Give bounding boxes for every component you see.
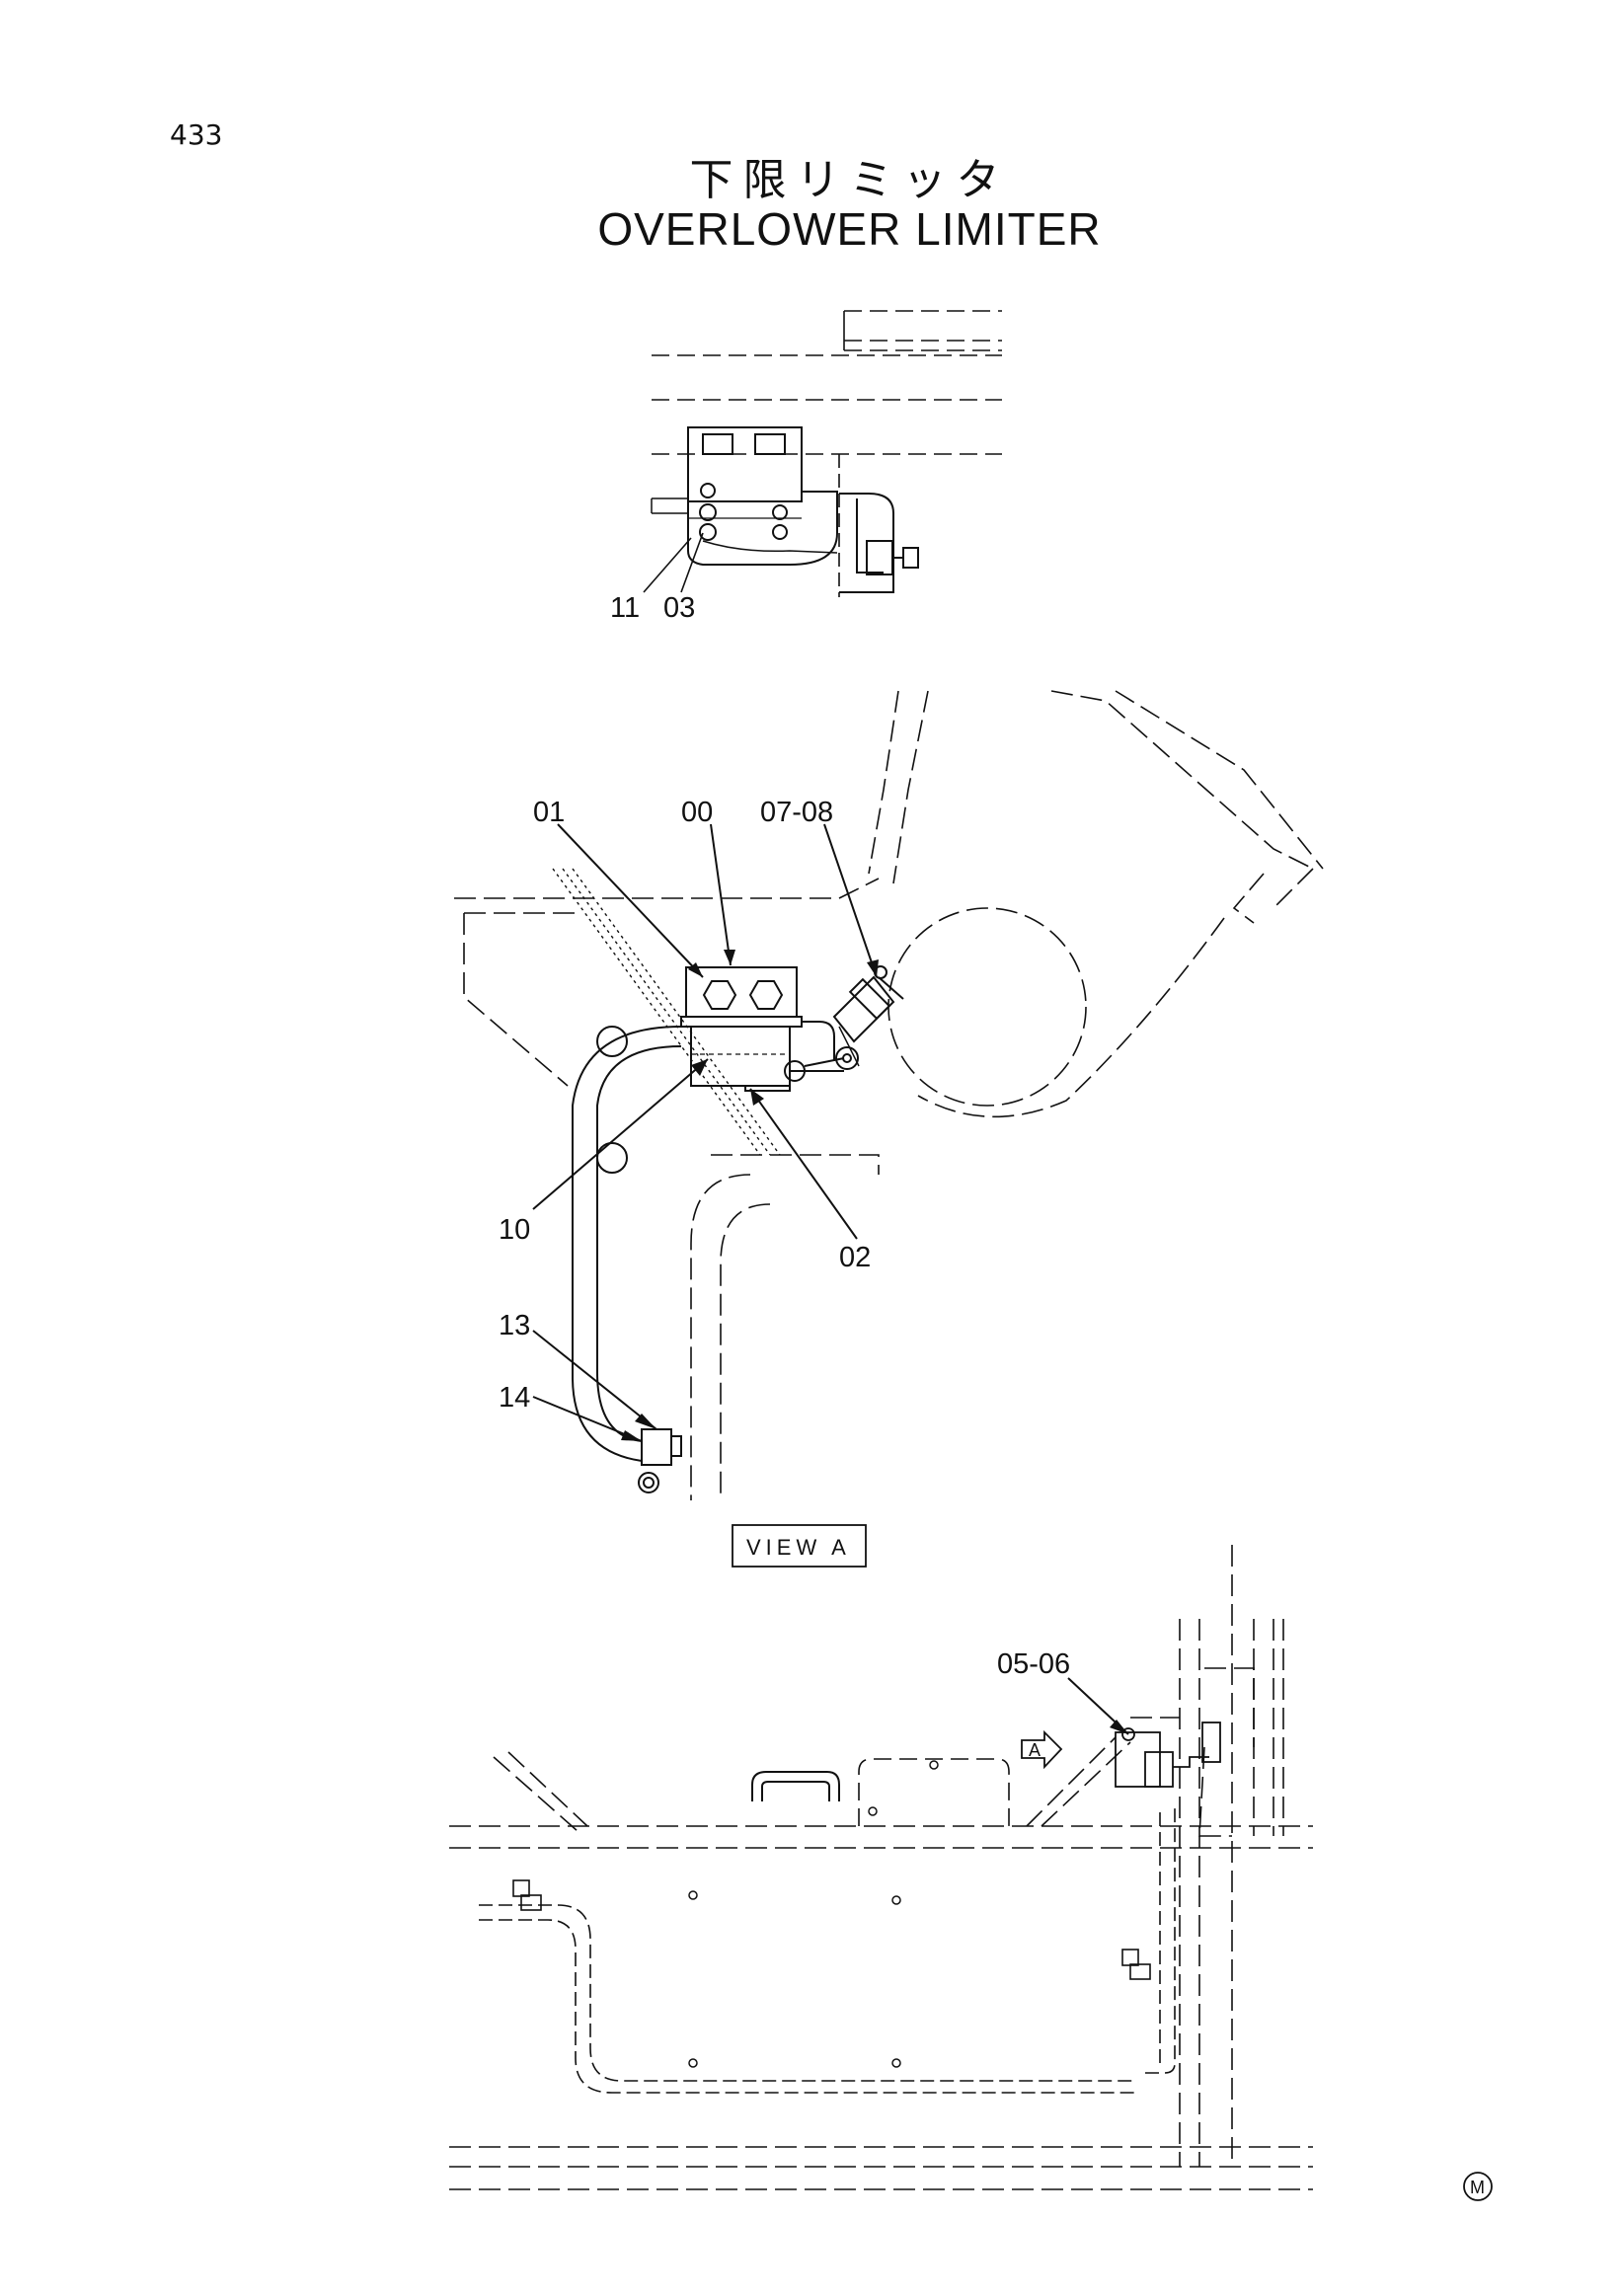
leader-05-06-arrow (1110, 1720, 1128, 1734)
bottom-view-structure-lines (449, 1545, 1313, 2190)
bottom-view-limiter (1115, 1722, 1221, 1788)
leader-14-arrow (621, 1430, 642, 1441)
top-view-switch-body (651, 426, 838, 566)
bottom-view-cover-plate (858, 1758, 1010, 1826)
detail-view-switch-assembly (572, 965, 904, 1493)
corner-mark-label: M (1470, 2178, 1485, 2197)
view-a-label-box (732, 1524, 867, 1568)
title-english: OVERLOWER LIMITER (597, 203, 1102, 255)
detail-view-background-structure (454, 690, 1324, 1500)
callout-02: 02 (839, 1242, 871, 1273)
detail-view-hatch-lines (552, 868, 781, 1156)
bottom-view: A 05-06 (449, 1545, 1313, 2190)
corner-mark: M (1463, 2172, 1493, 2201)
leader-07-08-arrow (867, 959, 879, 977)
callout-01: 01 (533, 797, 565, 828)
callout-10: 10 (499, 1214, 530, 1246)
top-view: 11 03 (610, 310, 1002, 624)
leader-03-line (680, 532, 704, 593)
leader-02-arrow (750, 1089, 764, 1106)
leader-11-line (643, 537, 692, 593)
callout-07-08: 07-08 (760, 797, 833, 828)
leader-01-arrow (688, 962, 703, 977)
callout-13: 13 (499, 1310, 530, 1341)
leader-00-line (710, 823, 732, 966)
bottom-view-arrow-a-marker: A (1021, 1729, 1063, 1770)
detail-view-bolt-07-08 (832, 965, 904, 1043)
top-view-frame-lines (652, 310, 1002, 455)
leader-02-line (749, 1088, 858, 1240)
detail-view: 01 00 07-08 10 02 13 14 VIEW A (454, 690, 1324, 1568)
leader-01-line (557, 823, 704, 978)
page-number: 433 (170, 118, 223, 151)
leader-13-line (532, 1330, 657, 1430)
leader-13-arrow (635, 1414, 656, 1429)
callout-14: 14 (499, 1382, 530, 1414)
view-a-label: VIEW A (746, 1535, 851, 1560)
callout-03: 03 (663, 592, 695, 624)
callout-00: 00 (681, 797, 713, 828)
bottom-view-cable-route (479, 1806, 1176, 2094)
top-view-bracket (838, 454, 919, 597)
title-japanese: 下限リミッタ (689, 155, 1010, 205)
callout-11: 11 (610, 592, 640, 624)
bottom-view-handle (751, 1771, 840, 1801)
leader-00-arrow (724, 950, 735, 965)
callout-05-06: 05-06 (997, 1648, 1070, 1680)
bottom-view-bolts (688, 1760, 939, 2068)
leader-07-08-line (823, 823, 878, 978)
bottom-view-clamps (512, 1879, 1151, 1980)
arrow-a-label: A (1029, 1740, 1041, 1760)
leader-10-line (532, 1058, 709, 1210)
leader-10-arrow (691, 1059, 708, 1076)
